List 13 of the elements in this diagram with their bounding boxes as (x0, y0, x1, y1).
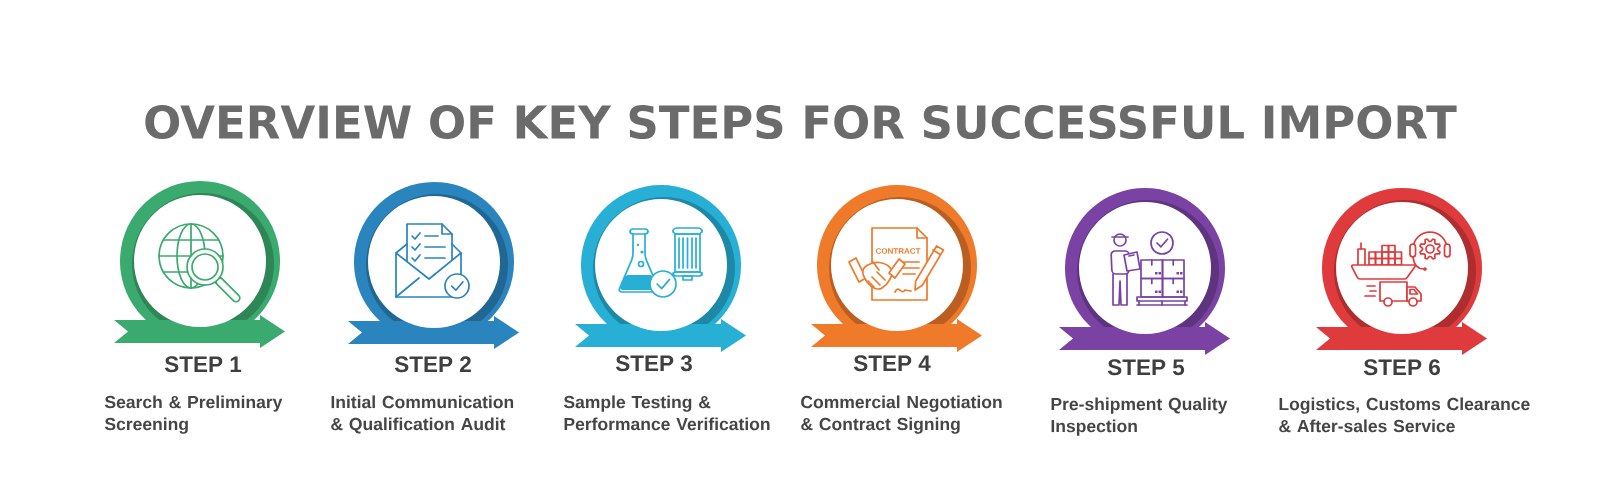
title: OVERVIEW OF KEY STEPS FOR SUCCESSFUL IMPORT (145, 105, 1457, 139)
step-heading: STEP 1 (164, 356, 242, 373)
step-heading: STEP 3 (615, 355, 692, 372)
step-heading: STEP 4 (853, 355, 931, 372)
step-description: Logistics, Customs Clearance & After-sales Service (1279, 397, 1530, 433)
step-description: Pre-shipment Quality Inspection (1051, 397, 1228, 436)
step-description: Search & Preliminary Screening (104, 395, 283, 434)
step-heading: STEP 6 (1363, 359, 1440, 376)
step-heading: STEP 5 (1107, 359, 1185, 376)
step-description: Initial Communication & Qualification Audit (331, 395, 514, 434)
step-heading: STEP 2 (394, 356, 471, 373)
step-description: Sample Testing & Performance Verification (563, 395, 770, 431)
step-description: Commercial Negotiation & Contract Signing (801, 395, 1002, 434)
